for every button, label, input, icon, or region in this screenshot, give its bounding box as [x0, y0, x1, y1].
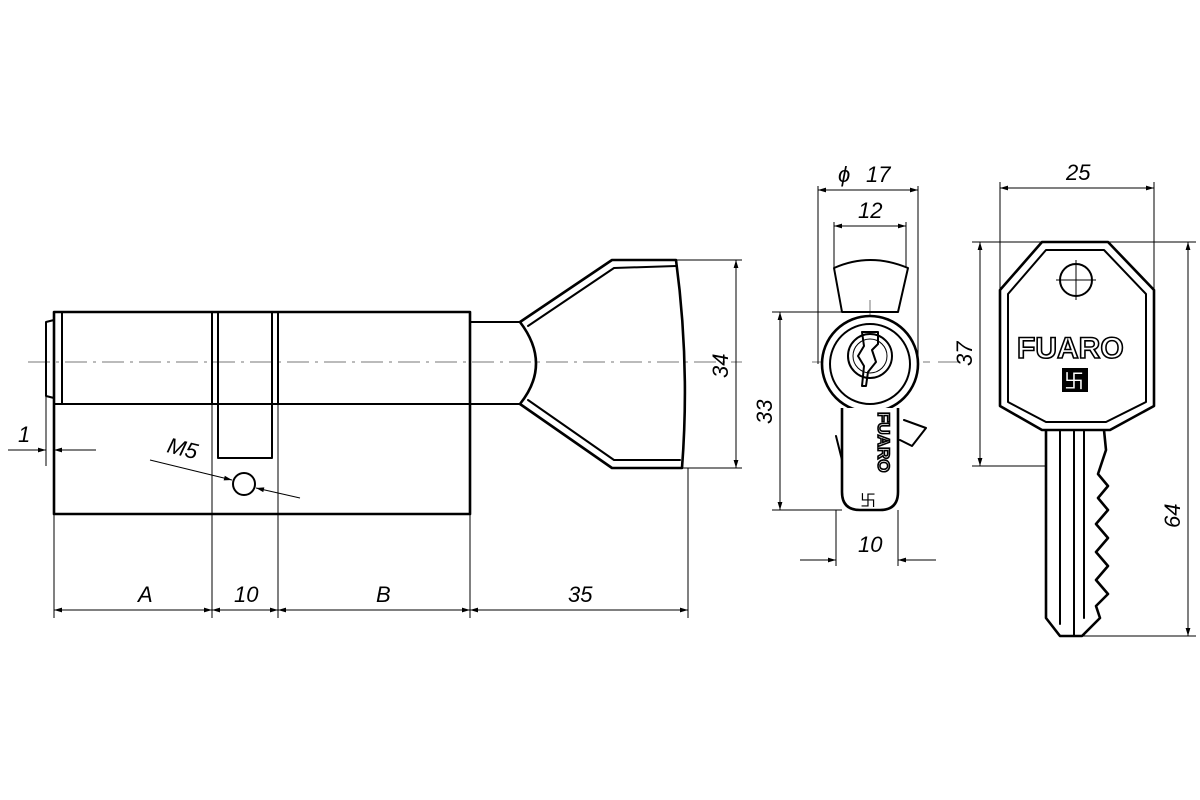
dim-seg-b: B: [376, 582, 391, 607]
dim-key-width: 25: [1065, 160, 1091, 185]
key-logo-box: [1062, 368, 1088, 392]
key-dimensions: [972, 182, 1196, 637]
dim-diameter: 17: [866, 162, 891, 187]
dim-front-cam: 10: [858, 532, 883, 557]
dim-seg-mid: 10: [234, 582, 259, 607]
side-dimensions: [8, 259, 742, 618]
dim-front-width: 12: [858, 198, 882, 223]
front-thumb-turn: [833, 259, 909, 313]
key-logo-mark: 卐: [1064, 369, 1084, 393]
front-round-body: [820, 314, 920, 414]
key-dim-labels: 25 37 64: [952, 160, 1185, 528]
key-brand-label: FUARO: [1017, 332, 1124, 365]
dim-diameter-symbol: ϕ: [838, 162, 850, 187]
dim-front-height: 33: [752, 399, 777, 424]
thumb-turn: [518, 258, 687, 470]
cylinder-front-view: FUARO 卐: [812, 259, 930, 512]
dim-left-offset: 1: [18, 422, 30, 447]
dim-seg-knob: 35: [568, 582, 593, 607]
key-branding: FUARO 卐: [1016, 331, 1124, 393]
cylinder-body: [52, 310, 472, 516]
dim-knob-height: 34: [708, 354, 733, 378]
dim-key-head: 37: [952, 341, 977, 366]
left-plug: [45, 319, 55, 399]
front-brand-label: FUARO: [874, 412, 893, 472]
front-dimensions: [772, 186, 936, 566]
cam-slot: [211, 311, 279, 459]
key-view: [938, 240, 1156, 638]
front-logo-mark: 卐: [860, 491, 876, 510]
cylinder-side-view: [28, 258, 742, 516]
side-dim-labels: 1 M5 A 10 B 35 34: [18, 354, 733, 607]
keyway-plug: [847, 333, 893, 379]
front-dim-labels: ϕ 17 12 33 10: [752, 162, 891, 557]
dim-thread: M5: [165, 433, 201, 465]
front-lower-body: [840, 408, 900, 512]
dim-key-length: 64: [1160, 504, 1185, 528]
dim-seg-a: A: [136, 582, 153, 607]
keyway: [857, 331, 879, 387]
key-blade: [1044, 429, 1110, 638]
key-head: [998, 240, 1156, 432]
screw-hole: [232, 472, 256, 496]
knob-shaft: [469, 321, 521, 405]
